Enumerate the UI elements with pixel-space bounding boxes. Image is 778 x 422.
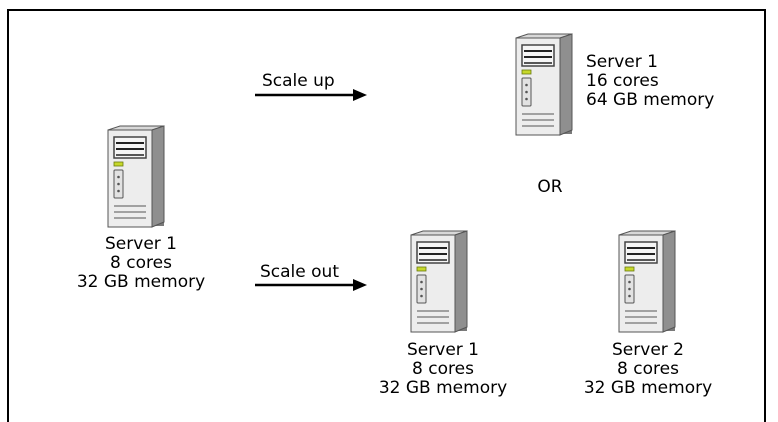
scale-up-label: Scale up <box>262 71 335 91</box>
server-tower-icon <box>410 230 468 333</box>
server-tower-icon <box>618 230 676 333</box>
scale-up-server-name: Server 1 <box>586 52 658 72</box>
diagram-frame <box>7 9 766 422</box>
right-arrow-icon <box>255 88 369 102</box>
server-tower-icon <box>107 125 165 228</box>
scale-up-server-cores: 16 cores <box>586 71 659 91</box>
scale-out-server1-cores: 8 cores <box>412 359 474 379</box>
scale-out-server2-memory: 32 GB memory <box>583 378 713 398</box>
or-label: OR <box>537 177 563 197</box>
original-server-cores: 8 cores <box>110 253 172 273</box>
scale-out-label: Scale out <box>260 262 339 282</box>
server-tower-icon <box>515 33 573 136</box>
right-arrow-icon <box>255 278 369 292</box>
scale-out-server1-name: Server 1 <box>407 340 479 360</box>
scale-out-server2-cores: 8 cores <box>617 359 679 379</box>
original-server-memory: 32 GB memory <box>76 272 206 292</box>
scale-out-server2-name: Server 2 <box>612 340 684 360</box>
original-server-name: Server 1 <box>105 234 177 254</box>
scale-out-server1-memory: 32 GB memory <box>378 378 508 398</box>
scale-up-server-memory: 64 GB memory <box>586 90 715 110</box>
